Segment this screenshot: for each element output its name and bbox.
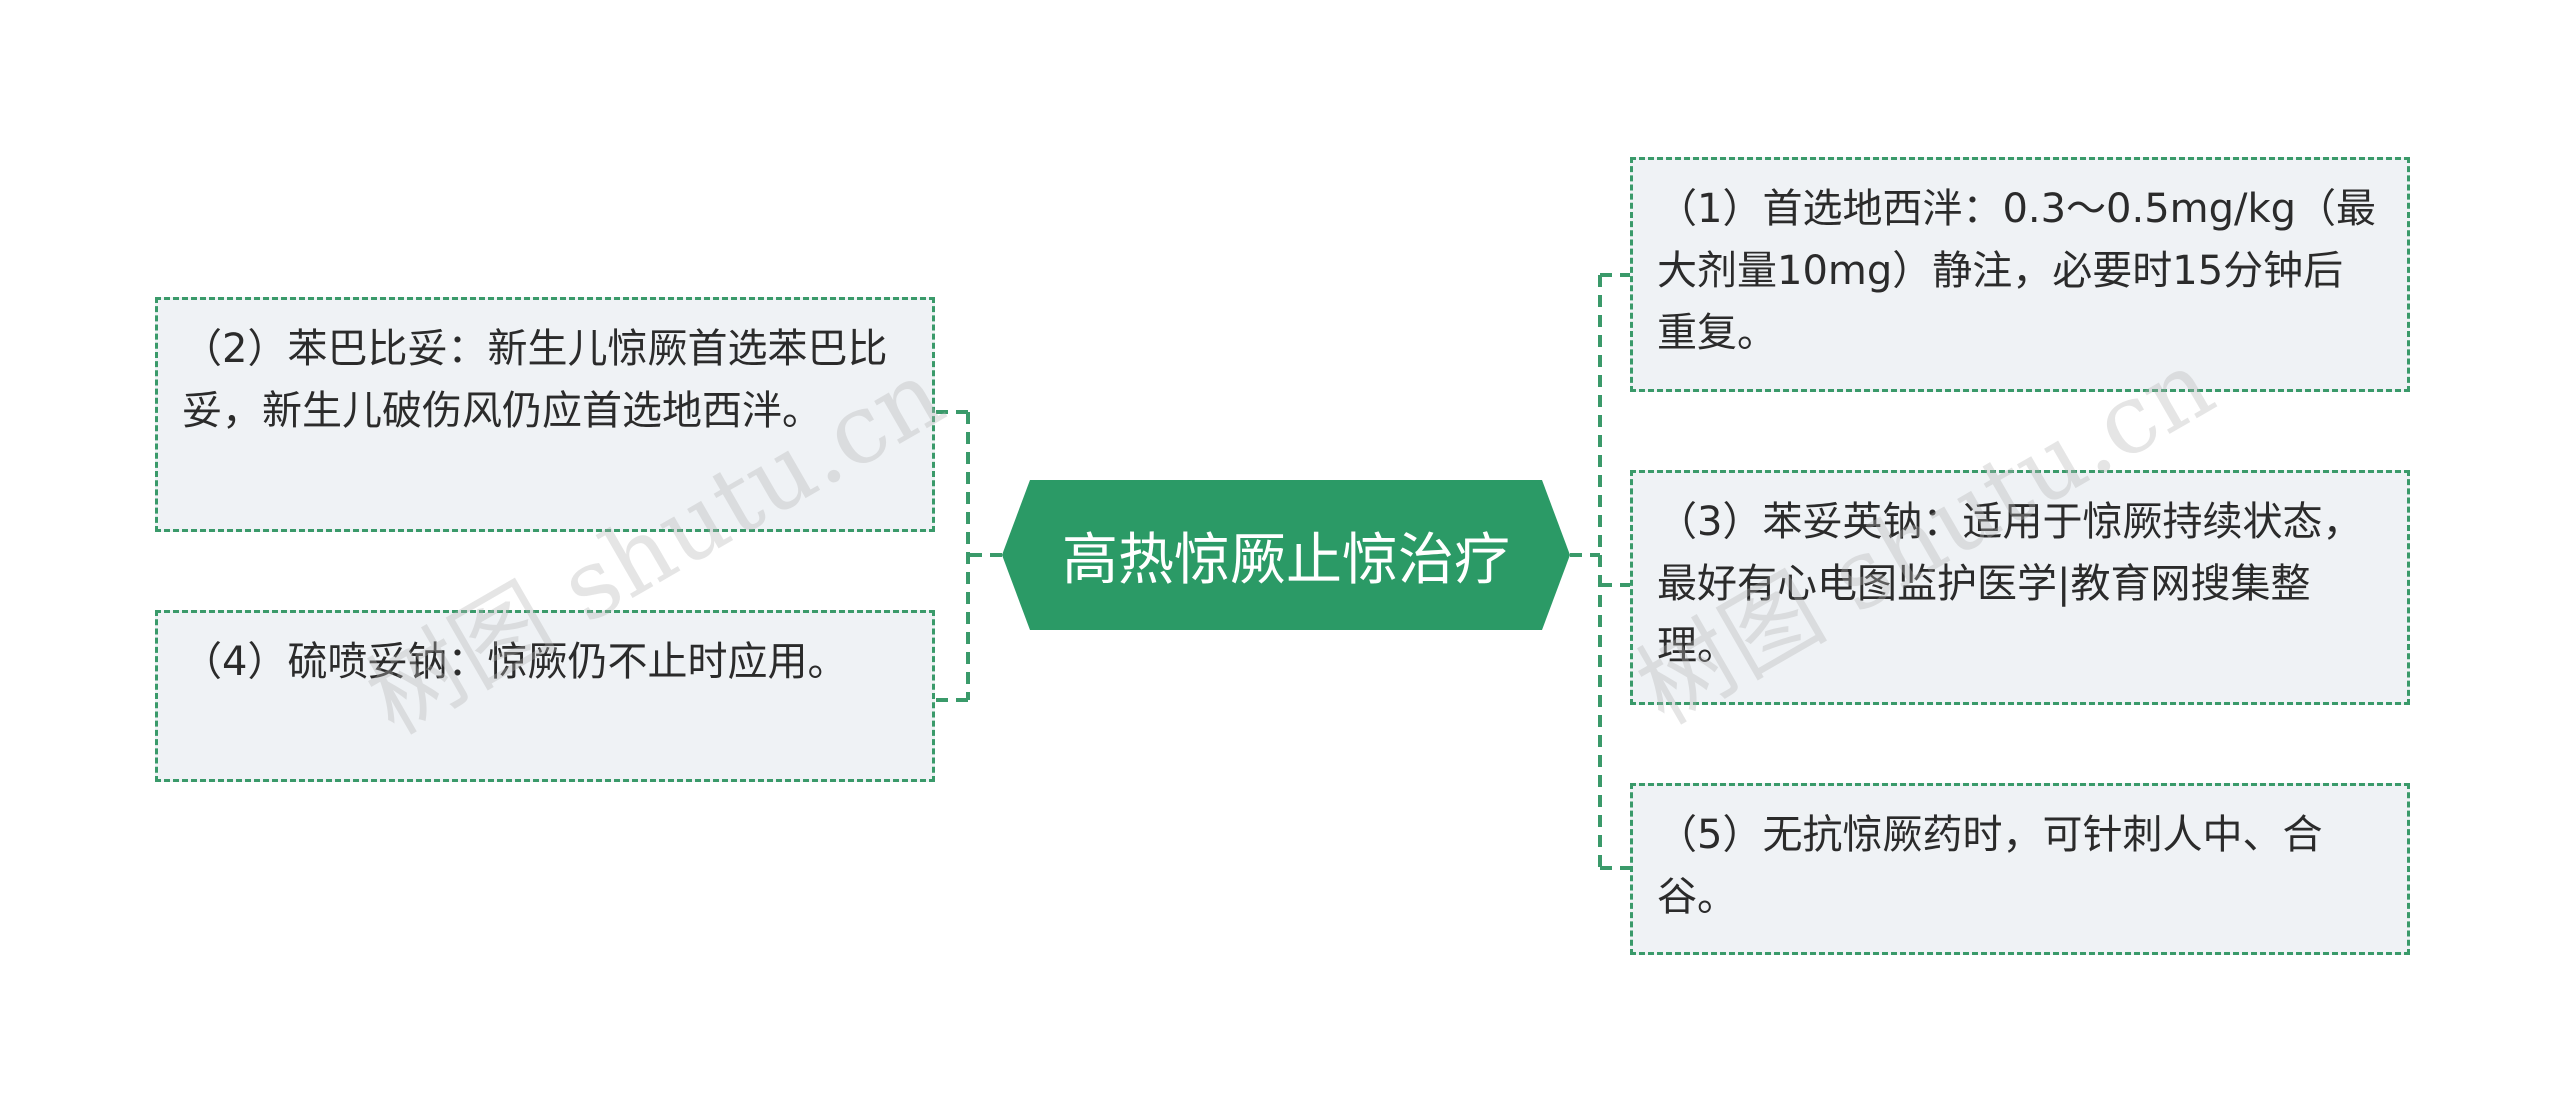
- topic-node-thiopental[interactable]: （4）硫喷妥钠：惊厥仍不止时应用。: [155, 610, 935, 782]
- topic-node-text: （1）首选地西泮：0.3～0.5mg/kg（最大剂量10mg）静注，必要时15分…: [1657, 186, 2377, 356]
- topic-node-text: （2）苯巴比妥：新生儿惊厥首选苯巴比妥，新生儿破伤风仍应首选地西泮。: [182, 326, 888, 434]
- topic-node-acupuncture[interactable]: （5）无抗惊厥药时，可针刺人中、合谷。: [1630, 783, 2410, 955]
- topic-node-text: （3）苯妥英钠：适用于惊厥持续状态，最好有心电图监护医学|教育网搜集整理。: [1657, 499, 2363, 669]
- topic-node-text: （5）无抗惊厥药时，可针刺人中、合谷。: [1657, 812, 2323, 920]
- topic-node-text: （4）硫喷妥钠：惊厥仍不止时应用。: [182, 639, 848, 685]
- topic-node-phenytoin[interactable]: （3）苯妥英钠：适用于惊厥持续状态，最好有心电图监护医学|教育网搜集整理。: [1630, 470, 2410, 705]
- center-topic[interactable]: 高热惊厥止惊治疗: [1002, 480, 1570, 630]
- center-topic-shape: [1002, 480, 1570, 630]
- topic-node-phenobarbital[interactable]: （2）苯巴比妥：新生儿惊厥首选苯巴比妥，新生儿破伤风仍应首选地西泮。: [155, 297, 935, 532]
- center-topic-label: 高热惊厥止惊治疗: [1062, 527, 1510, 593]
- topic-node-diazepam[interactable]: （1）首选地西泮：0.3～0.5mg/kg（最大剂量10mg）静注，必要时15分…: [1630, 157, 2410, 392]
